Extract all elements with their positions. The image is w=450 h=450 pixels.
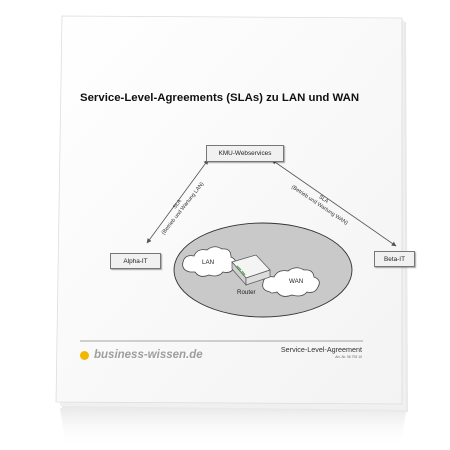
document-title: Service-Level-Agreements (SLAs) zu LAN u… <box>80 92 360 104</box>
lan-cloud <box>182 246 236 277</box>
cloud-lan-label: LAN <box>202 259 215 266</box>
router-icon <box>231 254 271 286</box>
connector-right <box>271 159 397 247</box>
node-alpha-it-label: Alpha-IT <box>123 257 148 265</box>
footer-right: Service-Level-Agreement Art.-Nr. 06 793 … <box>281 345 362 359</box>
cloud-wan-label: WAN <box>289 278 304 285</box>
brand-dot-icon <box>80 350 89 360</box>
node-kmu-webservices: KMU-Webservices <box>206 145 284 162</box>
page-reflection <box>60 408 406 448</box>
connector-left <box>146 159 209 244</box>
footer-article-number: Art.-Nr. 06 793 10 <box>335 355 362 359</box>
brand-text: business-wissen.de <box>94 349 203 361</box>
router-label: Router <box>237 289 256 296</box>
node-alpha-it: Alpha-IT <box>110 253 161 269</box>
footer-doc-type: Service-Level-Agreement <box>280 345 362 354</box>
node-beta-it: Beta-IT <box>374 251 415 267</box>
node-kmu-webservices-label: KMU-Webservices <box>218 150 272 157</box>
node-beta-it-label: Beta-IT <box>384 255 405 263</box>
brand-logo: business-wissen.de <box>80 349 203 361</box>
